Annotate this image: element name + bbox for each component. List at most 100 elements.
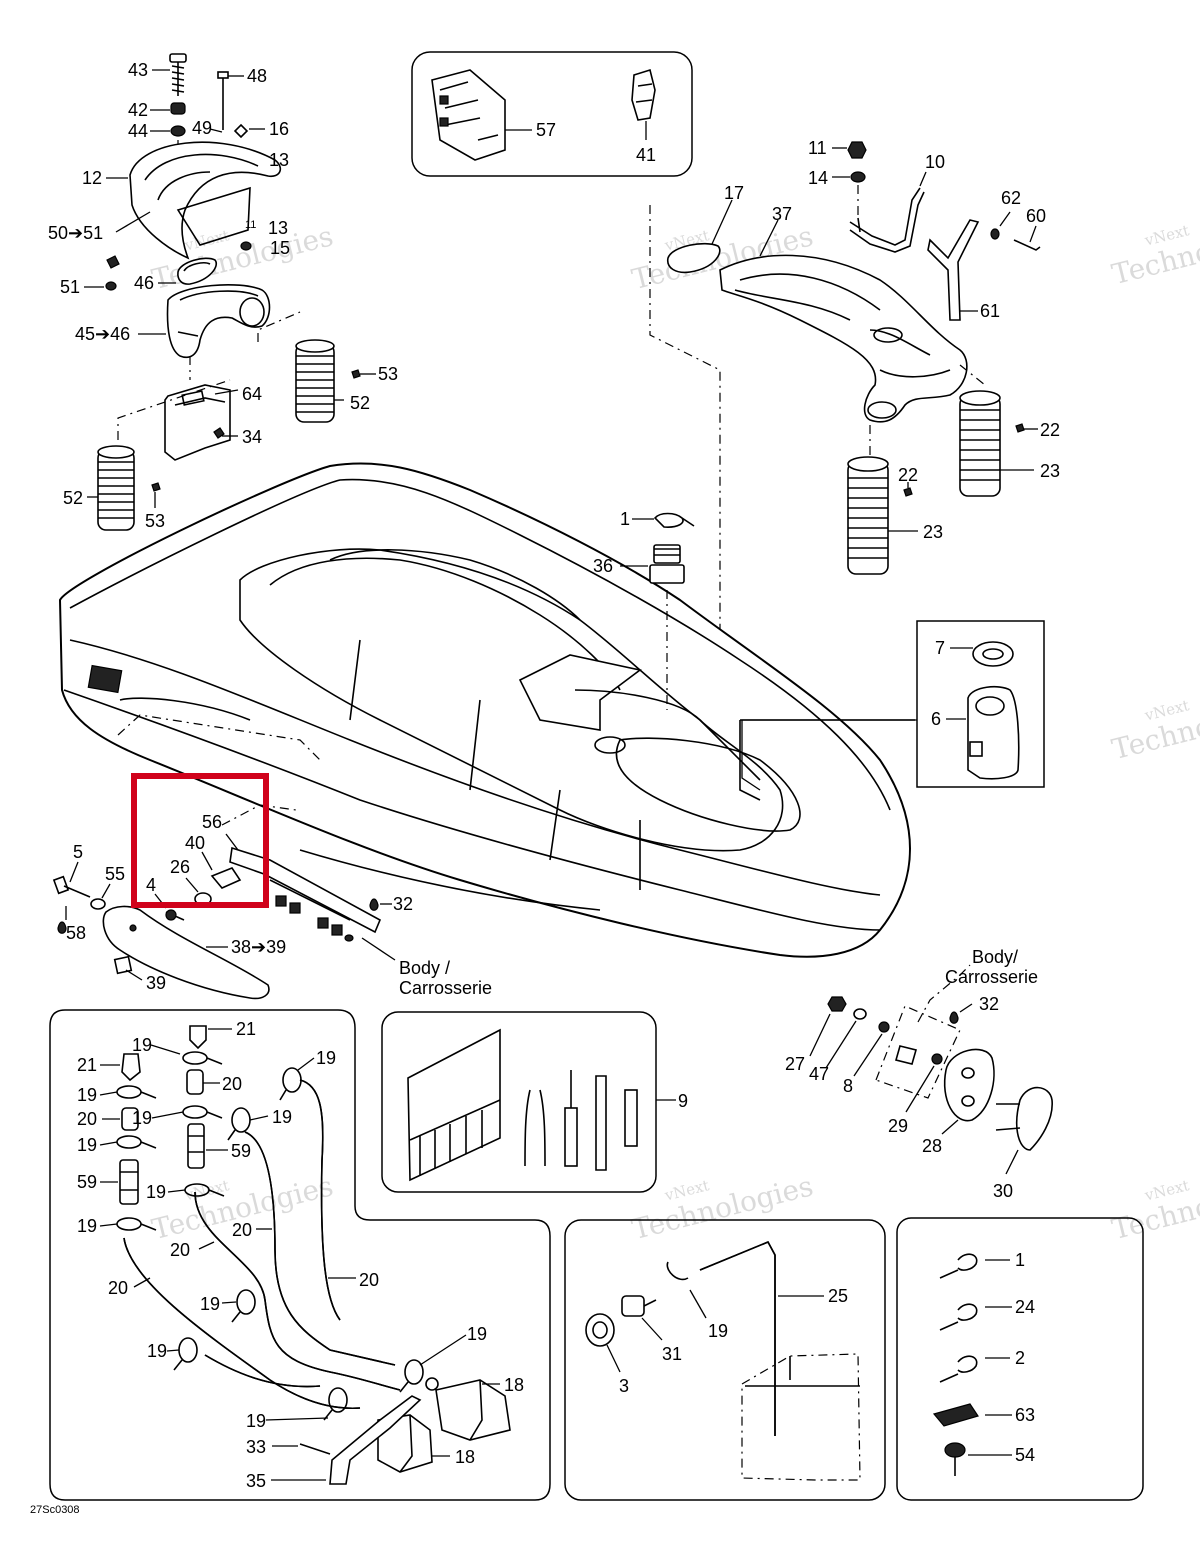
battery-box bbox=[564, 1219, 886, 1501]
callout: 13 bbox=[269, 150, 289, 170]
callout: 40 bbox=[185, 833, 205, 853]
callout: 32 bbox=[393, 894, 413, 914]
highlight-box bbox=[131, 773, 269, 908]
callout: 34 bbox=[242, 427, 262, 447]
callout: 12 bbox=[82, 168, 102, 188]
callout: 1 bbox=[620, 509, 630, 529]
callout: 4 bbox=[146, 875, 156, 895]
callout: 26 bbox=[170, 857, 190, 877]
insert-40 bbox=[210, 867, 242, 889]
callout: 48 bbox=[247, 66, 267, 86]
callout: 54 bbox=[1015, 1445, 1035, 1465]
callout: 37 bbox=[772, 204, 792, 224]
small-parts-box bbox=[896, 1217, 1144, 1501]
washer-55 bbox=[90, 898, 106, 910]
callout: 31 bbox=[662, 1344, 682, 1364]
washer-62 bbox=[990, 228, 1000, 240]
callout: 44 bbox=[128, 121, 148, 141]
callout: 23 bbox=[923, 522, 943, 542]
callout: 55 bbox=[105, 864, 125, 884]
callout: 11 bbox=[808, 138, 827, 158]
screw-34 bbox=[213, 427, 225, 439]
bracket-35 bbox=[329, 1395, 422, 1485]
rail-38 bbox=[102, 905, 270, 1000]
callout: 59 bbox=[77, 1172, 97, 1192]
callout: 28 bbox=[922, 1136, 942, 1156]
spark-plug-tool bbox=[624, 1089, 638, 1147]
callout: 62 bbox=[1001, 188, 1021, 208]
rub-rail-parts bbox=[52, 773, 396, 1000]
clamp-1 bbox=[653, 512, 695, 528]
bracket-30 bbox=[995, 1086, 1053, 1151]
callout: 51 bbox=[60, 277, 80, 297]
boot-52-left bbox=[97, 445, 135, 531]
clamp-24 bbox=[939, 1303, 978, 1331]
callout: 3 bbox=[619, 1376, 629, 1396]
callout: 49 bbox=[192, 118, 212, 138]
callout: 19 bbox=[147, 1341, 167, 1361]
callout: 5 bbox=[73, 842, 83, 862]
callout: 20 bbox=[232, 1220, 252, 1240]
callout: 19 bbox=[200, 1294, 220, 1314]
gasket-46 bbox=[177, 257, 217, 285]
callout: 60 bbox=[1026, 206, 1046, 226]
fitting-21-top bbox=[189, 1025, 207, 1050]
callout: 20 bbox=[108, 1278, 128, 1298]
callout: 52 bbox=[63, 488, 83, 508]
fitting-36 bbox=[649, 544, 685, 584]
callout: 36 bbox=[593, 556, 613, 576]
reservoir-18-top bbox=[425, 1377, 511, 1441]
callout: 20 bbox=[77, 1109, 97, 1129]
boot-23-left bbox=[847, 456, 889, 575]
watermark: vNext Technologies bbox=[1109, 1169, 1200, 1246]
callout: 43 bbox=[128, 60, 148, 80]
fitting-21-left bbox=[121, 1053, 141, 1082]
callout: 20 bbox=[359, 1270, 379, 1290]
screw-60 bbox=[1013, 239, 1041, 251]
handle-assembly: 11 bbox=[84, 53, 376, 531]
intake-37 bbox=[719, 254, 968, 423]
callout: 32 bbox=[979, 994, 999, 1014]
callout: 59 bbox=[231, 1141, 251, 1161]
callout: 56 bbox=[202, 812, 222, 832]
callout: 9 bbox=[678, 1091, 688, 1111]
callout: 30 bbox=[993, 1181, 1013, 1201]
callout: 22 bbox=[1040, 420, 1060, 440]
callout: 19 bbox=[77, 1216, 97, 1236]
washer-47 bbox=[853, 1008, 867, 1020]
housing-45 bbox=[166, 284, 271, 359]
callout: 19 bbox=[316, 1048, 336, 1068]
watercraft-hull bbox=[58, 462, 915, 958]
connector-63 bbox=[932, 1403, 979, 1427]
callout: 24 bbox=[1015, 1297, 1035, 1317]
mount-28 bbox=[943, 1048, 995, 1122]
callout: 20 bbox=[222, 1074, 242, 1094]
callout: 64 bbox=[242, 384, 262, 404]
callout: 13 bbox=[268, 218, 288, 238]
callout: 63 bbox=[1015, 1405, 1035, 1425]
bolt-5 bbox=[52, 875, 91, 898]
washer-8 bbox=[878, 1021, 890, 1033]
callout: 19 bbox=[708, 1321, 728, 1341]
screw-48 bbox=[217, 71, 229, 130]
callout: 2 bbox=[1015, 1348, 1025, 1368]
valve-59-left bbox=[119, 1159, 139, 1205]
mount-parts bbox=[809, 964, 1053, 1175]
callout: 19 bbox=[132, 1108, 152, 1128]
boot-23-right bbox=[959, 390, 1001, 497]
cap-7 bbox=[972, 641, 1014, 667]
callout: 57 bbox=[536, 120, 556, 140]
callout: 19 bbox=[467, 1324, 487, 1344]
body-label: Carrosserie bbox=[399, 978, 492, 998]
callout: 19 bbox=[146, 1182, 166, 1202]
bracket-10 bbox=[849, 187, 925, 253]
callout: 19 bbox=[132, 1035, 152, 1055]
clamp-53-right bbox=[351, 369, 361, 379]
callout: 53 bbox=[145, 511, 165, 531]
watermark: vNext Technologies bbox=[1109, 689, 1200, 766]
callout: 23 bbox=[1040, 461, 1060, 481]
nut-51b bbox=[105, 281, 117, 291]
callout: 39 bbox=[146, 973, 166, 993]
nut-11 bbox=[847, 141, 867, 159]
body-label: Carrosserie bbox=[945, 967, 1038, 987]
